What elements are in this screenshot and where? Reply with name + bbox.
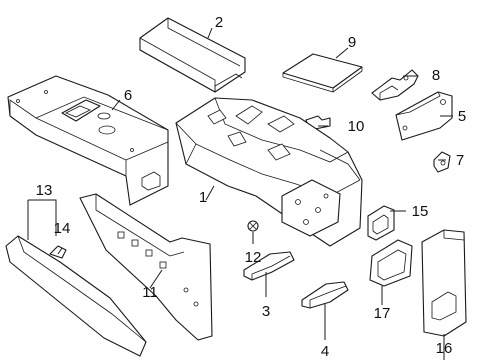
callout-labels: 1 2 3 4 5 6 7 8 9 10 11 12 13 14 15 16 1… xyxy=(36,14,467,360)
callout-16: 16 xyxy=(436,340,453,357)
callout-5: 5 xyxy=(458,108,466,125)
callout-14: 14 xyxy=(54,220,71,237)
part-13-lower-trim xyxy=(5,235,147,357)
leader-lines xyxy=(27,27,453,360)
callout-12: 12 xyxy=(245,249,262,266)
callout-17: 17 xyxy=(374,305,391,322)
callout-11: 11 xyxy=(142,284,158,301)
part-16-side-panel xyxy=(421,229,467,337)
part-5-bracket xyxy=(395,91,453,141)
part-3-bracket xyxy=(243,251,295,281)
part-6-console-upper xyxy=(7,75,169,206)
part-17-bin xyxy=(369,239,413,287)
part-9-pad xyxy=(282,53,363,93)
part-14-clip xyxy=(49,245,67,259)
part-4-bracket xyxy=(301,281,349,309)
part-8-clip xyxy=(371,69,419,101)
callout-13: 13 xyxy=(36,182,53,199)
part-12-pin xyxy=(247,220,259,232)
callout-7: 7 xyxy=(456,152,464,169)
callout-1: 1 xyxy=(199,189,207,206)
callout-10: 10 xyxy=(348,118,365,135)
part-15-bracket xyxy=(367,205,395,241)
callout-2: 2 xyxy=(215,14,223,31)
callout-3: 3 xyxy=(262,303,270,320)
part-7-clip xyxy=(433,151,451,173)
callout-9: 9 xyxy=(348,34,356,51)
callout-6: 6 xyxy=(124,87,132,104)
part-11-side-trim xyxy=(79,193,213,341)
callout-4: 4 xyxy=(321,343,329,360)
callout-15: 15 xyxy=(412,203,429,220)
part-1-frame xyxy=(175,97,363,247)
part-2-bracket xyxy=(139,17,246,93)
callout-8: 8 xyxy=(432,67,440,84)
